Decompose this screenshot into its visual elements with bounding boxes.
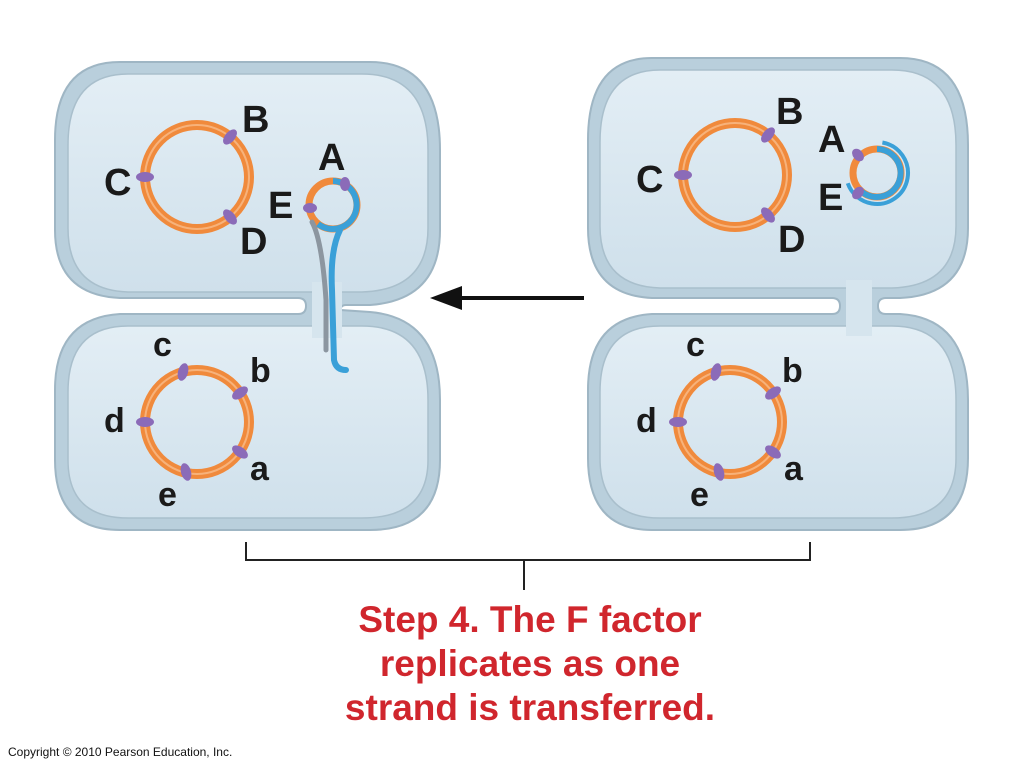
marker-c — [710, 363, 722, 381]
label-c: c — [153, 326, 172, 364]
marker-a — [232, 445, 248, 459]
label-d: d — [636, 402, 657, 440]
right-top-chromosome — [674, 118, 792, 232]
label-C: C — [636, 159, 663, 201]
label-D: D — [240, 221, 267, 263]
copyright-notice: Copyright © 2010 Pearson Education, Inc. — [8, 745, 233, 759]
caption-line-1: Step 4. The F factor — [358, 599, 702, 640]
marker-e — [713, 463, 725, 481]
marker-b — [765, 386, 781, 400]
label-c: c — [686, 326, 705, 364]
grouping-bracket — [245, 542, 811, 590]
label-E: E — [268, 185, 293, 227]
marker-D — [223, 209, 237, 225]
marker-e — [180, 463, 192, 481]
marker-E — [303, 203, 317, 213]
label-A: A — [318, 137, 345, 179]
marker-A — [852, 148, 864, 162]
label-e: e — [158, 476, 177, 514]
label-D: D — [778, 219, 805, 261]
left-bottom-chromosome — [136, 363, 254, 481]
caption-line-2: replicates as one — [379, 643, 681, 684]
marker-C — [674, 170, 692, 180]
left-old-strand — [309, 219, 329, 353]
marker-b — [232, 386, 248, 400]
caption-line-3: strand is transferred. — [344, 687, 716, 728]
direction-arrow — [430, 286, 584, 310]
marker-B — [761, 127, 775, 143]
marker-A — [340, 177, 350, 191]
label-E: E — [818, 177, 843, 219]
label-B: B — [242, 99, 269, 141]
left-cell-pair: B C D A E c b d a e — [54, 61, 441, 531]
label-b: b — [250, 352, 271, 390]
label-a: a — [784, 450, 804, 488]
left-f-plasmid — [303, 177, 361, 373]
marker-D — [761, 207, 775, 223]
right-bottom-chromosome — [669, 363, 787, 481]
right-f-plasmid — [844, 140, 910, 206]
right-top-cell — [599, 69, 957, 289]
label-A: A — [818, 119, 845, 161]
label-C: C — [104, 162, 131, 204]
marker-d — [136, 417, 154, 427]
marker-C — [136, 172, 154, 182]
label-d: d — [104, 402, 125, 440]
marker-B — [223, 129, 237, 145]
right-conjugation-bridge — [846, 280, 872, 336]
label-B: B — [776, 91, 803, 133]
label-b: b — [782, 352, 803, 390]
left-top-chromosome — [136, 120, 254, 234]
label-e: e — [690, 476, 709, 514]
step-caption: Step 4. The F factor replicates as one s… — [230, 598, 830, 730]
label-a: a — [250, 450, 270, 488]
right-cell-pair: B C D A E c b d a e — [587, 57, 969, 531]
marker-d — [669, 417, 687, 427]
marker-E — [852, 186, 864, 200]
marker-a — [765, 445, 781, 459]
left-transfer-strand — [328, 227, 349, 373]
marker-c — [177, 363, 189, 381]
